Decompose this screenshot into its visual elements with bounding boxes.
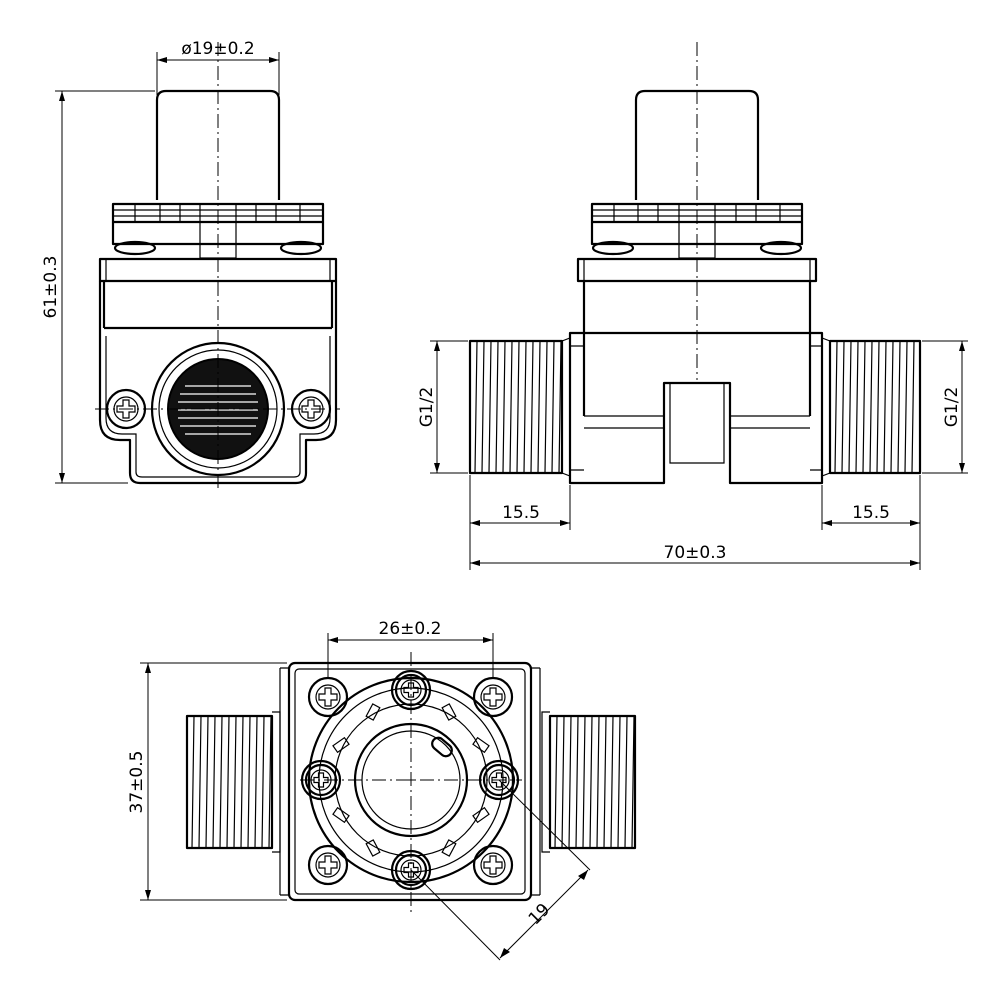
dim-label: 26±0.2 bbox=[379, 619, 442, 639]
dim-label: 37±0.5 bbox=[127, 751, 147, 814]
dim-label: G1/2 bbox=[417, 387, 437, 428]
screw-icon bbox=[472, 844, 514, 886]
dim-thread-length-left: 15.5 bbox=[469, 475, 571, 570]
screw-icon bbox=[472, 676, 514, 718]
screw-icon bbox=[307, 844, 349, 886]
dim-label: G1/2 bbox=[942, 387, 962, 428]
dim-thread-right: G1/2 bbox=[922, 340, 968, 474]
front-view bbox=[95, 42, 340, 490]
dim-label: 61±0.3 bbox=[41, 256, 61, 319]
dim-body-height: 37±0.5 bbox=[127, 662, 287, 901]
dim-thread-length-right: 15.5 bbox=[821, 475, 921, 570]
dim-mount-spacing: 26±0.2 bbox=[327, 619, 494, 678]
dim-thread-left: G1/2 bbox=[417, 340, 468, 474]
dim-label: 15.5 bbox=[852, 503, 890, 523]
dim-label: 19 bbox=[525, 900, 554, 929]
dim-label: ø19±0.2 bbox=[181, 39, 254, 59]
dim-total-length: 70±0.3 bbox=[470, 543, 920, 566]
dim-label: 15.5 bbox=[502, 503, 540, 523]
dim-pipe-diameter: ø19±0.2 bbox=[156, 39, 280, 95]
screw-icon bbox=[307, 676, 349, 718]
side-view bbox=[468, 42, 922, 485]
dim-total-height: 61±0.3 bbox=[41, 90, 155, 484]
bottom-view bbox=[185, 652, 637, 912]
dim-label: 70±0.3 bbox=[664, 543, 727, 563]
